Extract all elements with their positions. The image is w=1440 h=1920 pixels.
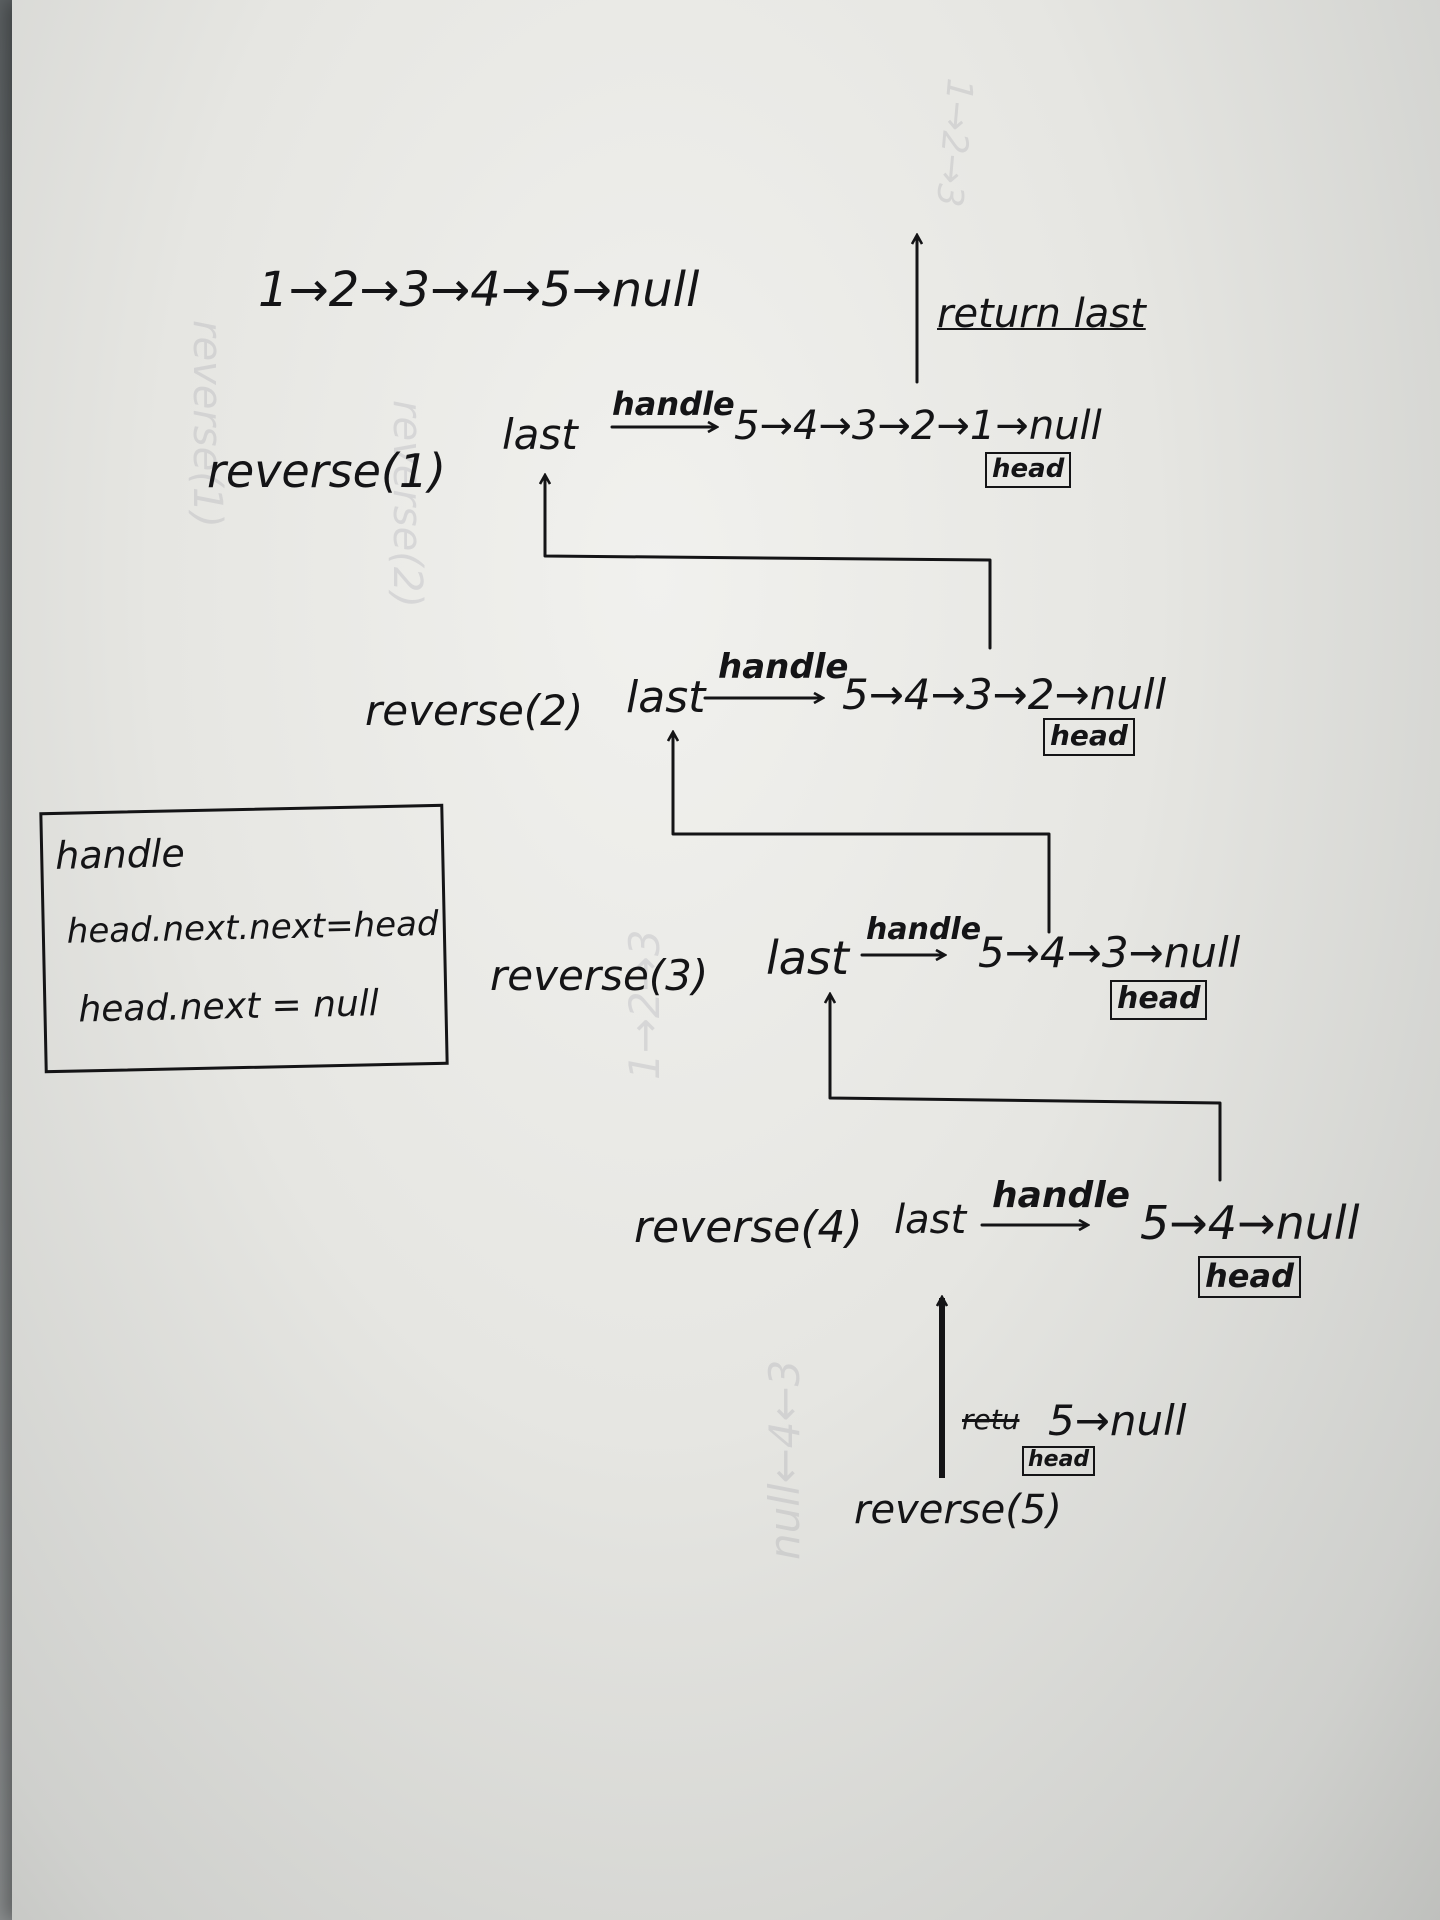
list-reverse-3: 5→4→3→null [978, 928, 1241, 977]
last-label-1: last [502, 410, 578, 459]
head-box-5: head [1022, 1446, 1096, 1476]
list-reverse-5: 5→null [1048, 1396, 1187, 1445]
last-label-2: last [626, 672, 706, 723]
call-reverse-4: reverse(4) [634, 1202, 863, 1253]
handle-label-1: handle [612, 385, 735, 423]
head-box-4: head [1198, 1256, 1301, 1298]
original-list: 1→2→3→4→5→null [258, 262, 700, 318]
call-reverse-2: reverse(2) [365, 686, 584, 735]
last-label-3: last [766, 931, 849, 985]
paper-sheet [12, 0, 1440, 1920]
legend-line-2: head.next = null [78, 983, 380, 1031]
head-box-2: head [1043, 718, 1135, 756]
legend-line-1: head.next.next=head [66, 903, 439, 952]
struck-return-text: retu [962, 1403, 1020, 1436]
head-box-1: head [985, 452, 1072, 488]
call-reverse-3: reverse(3) [490, 951, 709, 1000]
call-reverse-1: reverse(1) [207, 444, 447, 498]
list-reverse-2: 5→4→3→2→null [842, 670, 1167, 719]
call-reverse-5: reverse(5) [854, 1487, 1062, 1533]
connector-3-to-2 [673, 733, 1051, 934]
legend-title: handle [54, 831, 186, 878]
legend-box: handle head.next.next=head head.next = n… [39, 803, 449, 1074]
list-reverse-1: 5→4→3→2→1→null [734, 403, 1102, 449]
connector-4-to-3 [830, 995, 1222, 1182]
handle-label-2: handle [718, 647, 849, 687]
connector-2-to-1 [545, 476, 992, 650]
list-reverse-4: 5→4→null [1140, 1196, 1360, 1250]
head-box-3: head [1110, 980, 1208, 1020]
handle-label-3: handle [866, 912, 982, 947]
handle-label-4: handle [992, 1175, 1131, 1216]
return-last-label: return last [937, 291, 1146, 337]
last-label-4: last [894, 1197, 967, 1243]
